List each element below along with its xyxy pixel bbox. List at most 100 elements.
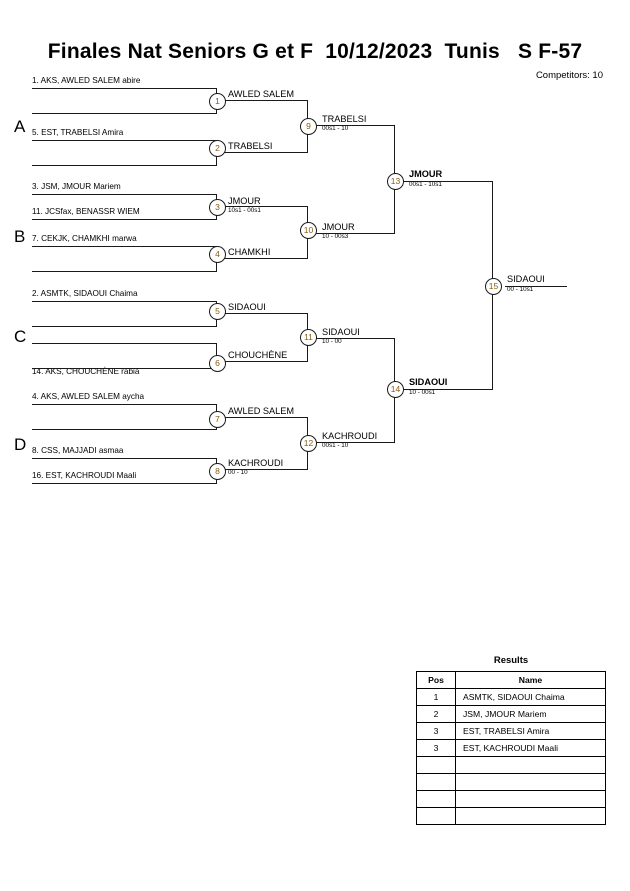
bracket-line	[32, 326, 217, 327]
bracket-line	[32, 271, 217, 272]
bracket-line	[32, 429, 217, 430]
bout-number-3[interactable]: 3	[209, 199, 226, 216]
table-row[interactable]: 2 JSM, JMOUR Mariem	[416, 705, 606, 723]
seed-entry-4: 4. AKS, AWLED SALEM aycha	[32, 392, 145, 401]
result-name: JSM, JMOUR Mariem	[455, 705, 606, 723]
table-row[interactable]: 3 EST, TRABELSI Amira	[416, 722, 606, 740]
result-pos	[416, 773, 456, 791]
table-row[interactable]	[416, 807, 606, 825]
result-name: EST, KACHROUDI Maali	[455, 739, 606, 757]
result-name	[455, 807, 606, 825]
bracket-line	[224, 417, 308, 418]
bout-number-1[interactable]: 1	[209, 93, 226, 110]
table-row[interactable]: 1 ASMTK, SIDAOUI Chaima	[416, 688, 606, 706]
bracket-line	[224, 206, 308, 207]
bout-number-11[interactable]: 11	[300, 329, 317, 346]
page-title: Finales Nat Seniors G et F 10/12/2023 Tu…	[47, 40, 583, 63]
bracket-line	[505, 286, 567, 287]
bracket-line	[32, 301, 217, 302]
seed-entry-16: 16. EST, KACHROUDI Maali	[32, 471, 137, 480]
bout-score-9: 00s1 - 10	[322, 125, 349, 132]
bout-number-9[interactable]: 9	[300, 118, 317, 135]
seed-entry-1: 1. AKS, AWLED SALEM abire	[32, 76, 141, 85]
bout-winner-12: KACHROUDI	[322, 431, 378, 441]
bracket-line	[402, 181, 493, 182]
bracket-line	[402, 389, 493, 390]
bout-score-12: 00s1 - 10	[322, 442, 349, 449]
bout-winner-15: SIDAOUI	[507, 274, 545, 284]
results-panel: Results Pos Name 1 ASMTK, SIDAOUI Chaima…	[416, 655, 606, 825]
seed-entry-11: 11. JCSfax, BENASSR WIEM	[32, 207, 140, 216]
bracket-line	[32, 88, 217, 89]
bracket-line	[32, 219, 217, 220]
result-pos: 3	[416, 739, 456, 757]
seed-entry-14: 14. AKS, CHOUCHÈNE rabia	[32, 367, 140, 376]
bout-number-6[interactable]: 6	[209, 355, 226, 372]
bracket-line	[32, 194, 217, 195]
bout-number-8[interactable]: 8	[209, 463, 226, 480]
table-row[interactable]	[416, 790, 606, 808]
bout-number-13[interactable]: 13	[387, 173, 404, 190]
results-title: Results	[493, 655, 529, 666]
result-pos: 1	[416, 688, 456, 706]
bracket-line	[315, 442, 395, 443]
bout-winner-1: AWLED SALEM	[228, 89, 295, 99]
group-label-d: D	[14, 435, 27, 454]
bout-score-13: 00s1 - 10s1	[409, 181, 442, 188]
bout-number-10[interactable]: 10	[300, 222, 317, 239]
bracket-line	[32, 140, 217, 141]
seed-entry-2: 2. ASMTK, SIDAOUI Chaima	[32, 289, 138, 298]
bout-winner-11: SIDAOUI	[322, 327, 360, 337]
result-pos: 3	[416, 722, 456, 740]
bracket-line	[315, 125, 395, 126]
result-name: ASMTK, SIDAOUI Chaima	[455, 688, 606, 706]
bracket-line	[224, 361, 308, 362]
bout-number-2[interactable]: 2	[209, 140, 226, 157]
bracket-line	[32, 113, 217, 114]
results-header-row: Pos Name	[416, 671, 606, 689]
bracket-line	[315, 233, 395, 234]
bracket-line	[32, 404, 217, 405]
bracket-line	[315, 338, 395, 339]
result-name	[455, 790, 606, 808]
bout-winner-5: SIDAOUI	[228, 302, 266, 312]
bout-winner-6: CHOUCHÈNE	[228, 350, 288, 360]
result-pos	[416, 807, 456, 825]
table-row[interactable]: 3 EST, KACHROUDI Maali	[416, 739, 606, 757]
result-name	[455, 756, 606, 774]
bout-number-14[interactable]: 14	[387, 381, 404, 398]
bout-score-8: 00 - 10	[228, 469, 248, 476]
bout-winner-4: CHAMKHI	[228, 247, 271, 257]
bout-number-4[interactable]: 4	[209, 246, 226, 263]
competitors-count: Competitors: 10	[535, 70, 603, 81]
bout-number-5[interactable]: 5	[209, 303, 226, 320]
bout-winner-9: TRABELSI	[322, 114, 367, 124]
result-name	[455, 773, 606, 791]
bout-number-7[interactable]: 7	[209, 411, 226, 428]
bout-number-12[interactable]: 12	[300, 435, 317, 452]
bracket-line	[224, 258, 308, 259]
seed-entry-3: 3. JSM, JMOUR Mariem	[32, 182, 121, 191]
bout-score-11: 10 - 00	[322, 338, 342, 345]
group-label-c: C	[14, 327, 27, 346]
result-pos	[416, 756, 456, 774]
table-row[interactable]	[416, 773, 606, 791]
table-row[interactable]	[416, 756, 606, 774]
results-col-name: Name	[455, 671, 606, 689]
seed-entry-7: 7. CEKJK, CHAMKHI marwa	[32, 234, 137, 243]
seed-entry-8: 8. CSS, MAJJADI asmaa	[32, 446, 124, 455]
bracket-line	[32, 246, 217, 247]
result-pos: 2	[416, 705, 456, 723]
bracket-line	[32, 368, 217, 369]
group-label-b: B	[14, 227, 26, 246]
bracket-line	[32, 483, 217, 484]
seed-entry-5: 5. EST, TRABELSI Amira	[32, 128, 124, 137]
bout-winner-13: JMOUR	[409, 169, 443, 179]
bracket-line	[224, 152, 308, 153]
bout-score-10: 10 - 00s3	[322, 233, 349, 240]
bout-number-15[interactable]: 15	[485, 278, 502, 295]
bracket-line	[32, 165, 217, 166]
bracket-line	[224, 469, 308, 470]
bracket-line	[32, 343, 217, 344]
bout-winner-2: TRABELSI	[228, 141, 273, 151]
